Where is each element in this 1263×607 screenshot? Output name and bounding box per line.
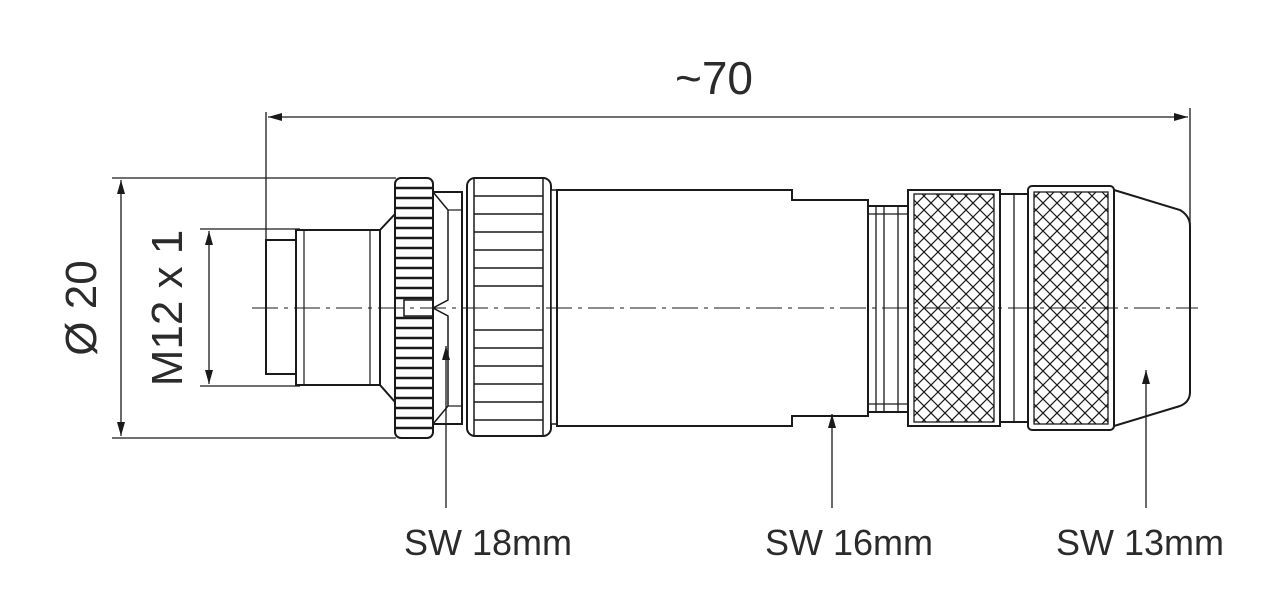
callout-sw18: SW 18mm bbox=[404, 522, 572, 563]
callout-sw13: SW 13mm bbox=[1056, 522, 1224, 563]
diameter-label: Ø 20 bbox=[57, 260, 106, 355]
coupling-ring bbox=[466, 177, 558, 437]
callout-sw16: SW 16mm bbox=[765, 522, 933, 563]
thread-label: M12 x 1 bbox=[143, 230, 192, 387]
diameter-dimension bbox=[112, 177, 396, 439]
thread-dimension bbox=[200, 228, 300, 387]
neck-grooves bbox=[867, 205, 909, 413]
callout-leaders bbox=[442, 346, 1150, 508]
main-body bbox=[556, 189, 869, 427]
overall-length-label: ~70 bbox=[675, 52, 753, 104]
overall-length-dimension bbox=[265, 108, 1191, 246]
